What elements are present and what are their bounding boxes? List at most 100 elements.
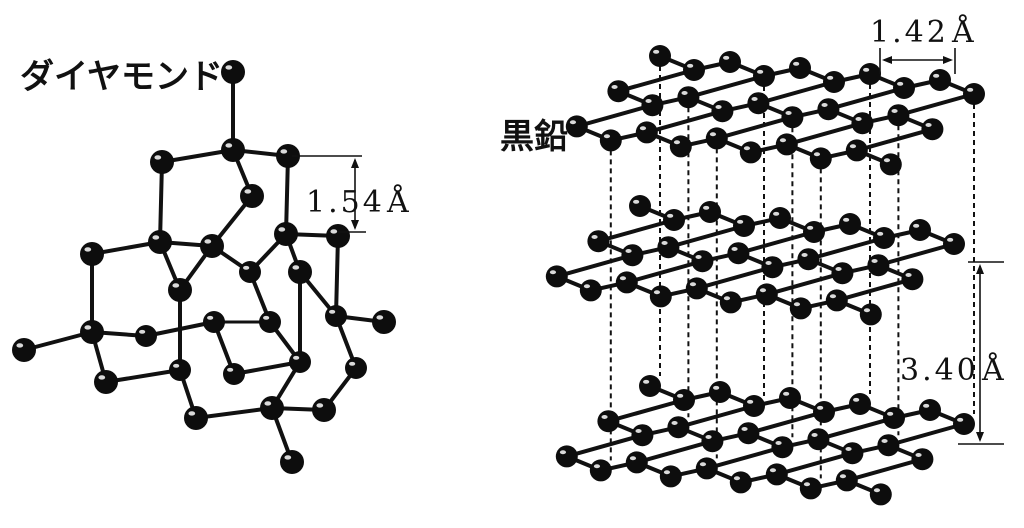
carbon-atom <box>825 289 848 312</box>
atom-sphere <box>280 450 304 474</box>
carbon-atom <box>223 363 245 385</box>
atom-highlight <box>887 411 894 416</box>
carbon-atom <box>289 351 311 373</box>
carbon-atom <box>184 406 208 430</box>
atom-highlight <box>681 91 688 95</box>
atom-sphere <box>695 457 718 480</box>
atom-sphere <box>727 242 750 265</box>
atom-highlight <box>188 411 196 416</box>
bond-line <box>816 416 896 442</box>
graphite-structure: 黒鉛 1.42 Å 3.40 Å <box>500 14 1004 506</box>
atom-sphere <box>797 248 820 271</box>
atom-highlight <box>653 290 661 295</box>
carbon-atom <box>879 153 902 176</box>
atom-highlight <box>785 111 792 115</box>
bond-line <box>774 451 855 477</box>
atom-highlight <box>839 474 847 479</box>
atom-sphere <box>545 265 568 288</box>
diamond-atoms <box>12 60 396 474</box>
atom-sphere <box>259 311 281 333</box>
bond-line <box>624 259 705 285</box>
atom-sphere <box>901 268 924 291</box>
atom-highlight <box>329 309 336 314</box>
atom-sphere <box>372 310 396 334</box>
atom-sphere <box>587 230 610 253</box>
bond-line <box>694 265 775 291</box>
atom-sphere <box>607 80 630 103</box>
atom-highlight <box>827 75 834 80</box>
carbon-atom <box>859 303 882 326</box>
atom-highlight <box>913 223 920 228</box>
carbon-atom <box>312 398 336 422</box>
carbon-atom <box>555 445 578 468</box>
atom-highlight <box>873 488 881 493</box>
atom-highlight <box>843 217 850 222</box>
atom-highlight <box>280 149 288 154</box>
carbon-atom <box>799 477 822 500</box>
carbon-atom <box>719 291 742 314</box>
atom-sphere <box>200 234 224 258</box>
atom-highlight <box>629 456 637 461</box>
atom-highlight <box>695 255 702 259</box>
atom-sphere <box>312 398 336 422</box>
carbon-atom <box>943 233 965 255</box>
carbon-atom <box>963 83 985 105</box>
atom-highlight <box>559 450 567 455</box>
carbon-atom <box>921 118 944 141</box>
graphite-atoms <box>545 45 985 506</box>
carbon-atom <box>883 407 905 429</box>
bond-line <box>554 253 635 279</box>
atom-highlight <box>16 343 24 348</box>
atom-sphere <box>963 83 985 105</box>
atom-highlight <box>871 259 878 263</box>
bond-line <box>606 398 686 424</box>
carbon-atom <box>239 261 261 283</box>
atom-sphere <box>919 399 941 421</box>
atom-sphere <box>873 227 895 249</box>
atom-highlight <box>773 211 780 216</box>
atom-sphere <box>859 63 881 85</box>
carbon-atom <box>789 57 811 79</box>
carbon-atom <box>807 428 830 451</box>
carbon-atom <box>274 222 298 246</box>
atom-highlight <box>207 315 214 320</box>
carbon-atom <box>691 250 714 273</box>
carbon-atom <box>649 285 672 308</box>
atom-highlight <box>713 385 720 390</box>
atom-highlight <box>923 403 930 408</box>
diamond-title: ダイヤモンド <box>20 57 223 97</box>
atom-highlight <box>821 103 828 107</box>
atom-sphere <box>184 406 208 430</box>
atom-highlight <box>278 227 286 232</box>
bond-line <box>896 92 976 118</box>
carbon-atom <box>667 416 690 439</box>
atom-highlight <box>173 363 180 368</box>
atom-highlight <box>897 81 904 86</box>
atom-sphere <box>825 289 848 312</box>
atom-sphere <box>779 387 801 409</box>
atom-sphere <box>869 483 892 506</box>
atom-highlight <box>703 205 710 210</box>
atom-highlight <box>747 399 754 404</box>
carbon-atom <box>845 139 868 162</box>
atom-sphere <box>711 100 734 123</box>
diamond-structure: ダイヤモンド 1.54 Å <box>12 57 409 474</box>
bond-line <box>844 457 925 483</box>
carbon-atom <box>240 184 264 208</box>
carbon-atom <box>779 387 801 409</box>
carbon-atom <box>753 65 775 87</box>
atom-sphere <box>621 244 644 267</box>
atom-sphere <box>669 135 692 158</box>
atom-sphere <box>579 279 602 302</box>
carbon-atom <box>168 278 192 302</box>
atom-highlight <box>569 120 577 125</box>
atom-highlight <box>811 433 818 437</box>
carbon-atom <box>775 133 798 156</box>
atom-sphere <box>597 410 620 433</box>
bond-line <box>756 80 836 106</box>
atom-sphere <box>831 262 854 285</box>
carbon-atom <box>709 381 731 403</box>
atom-sphere <box>769 207 791 229</box>
carbon-atom <box>94 370 118 394</box>
carbon-atom <box>565 115 588 138</box>
